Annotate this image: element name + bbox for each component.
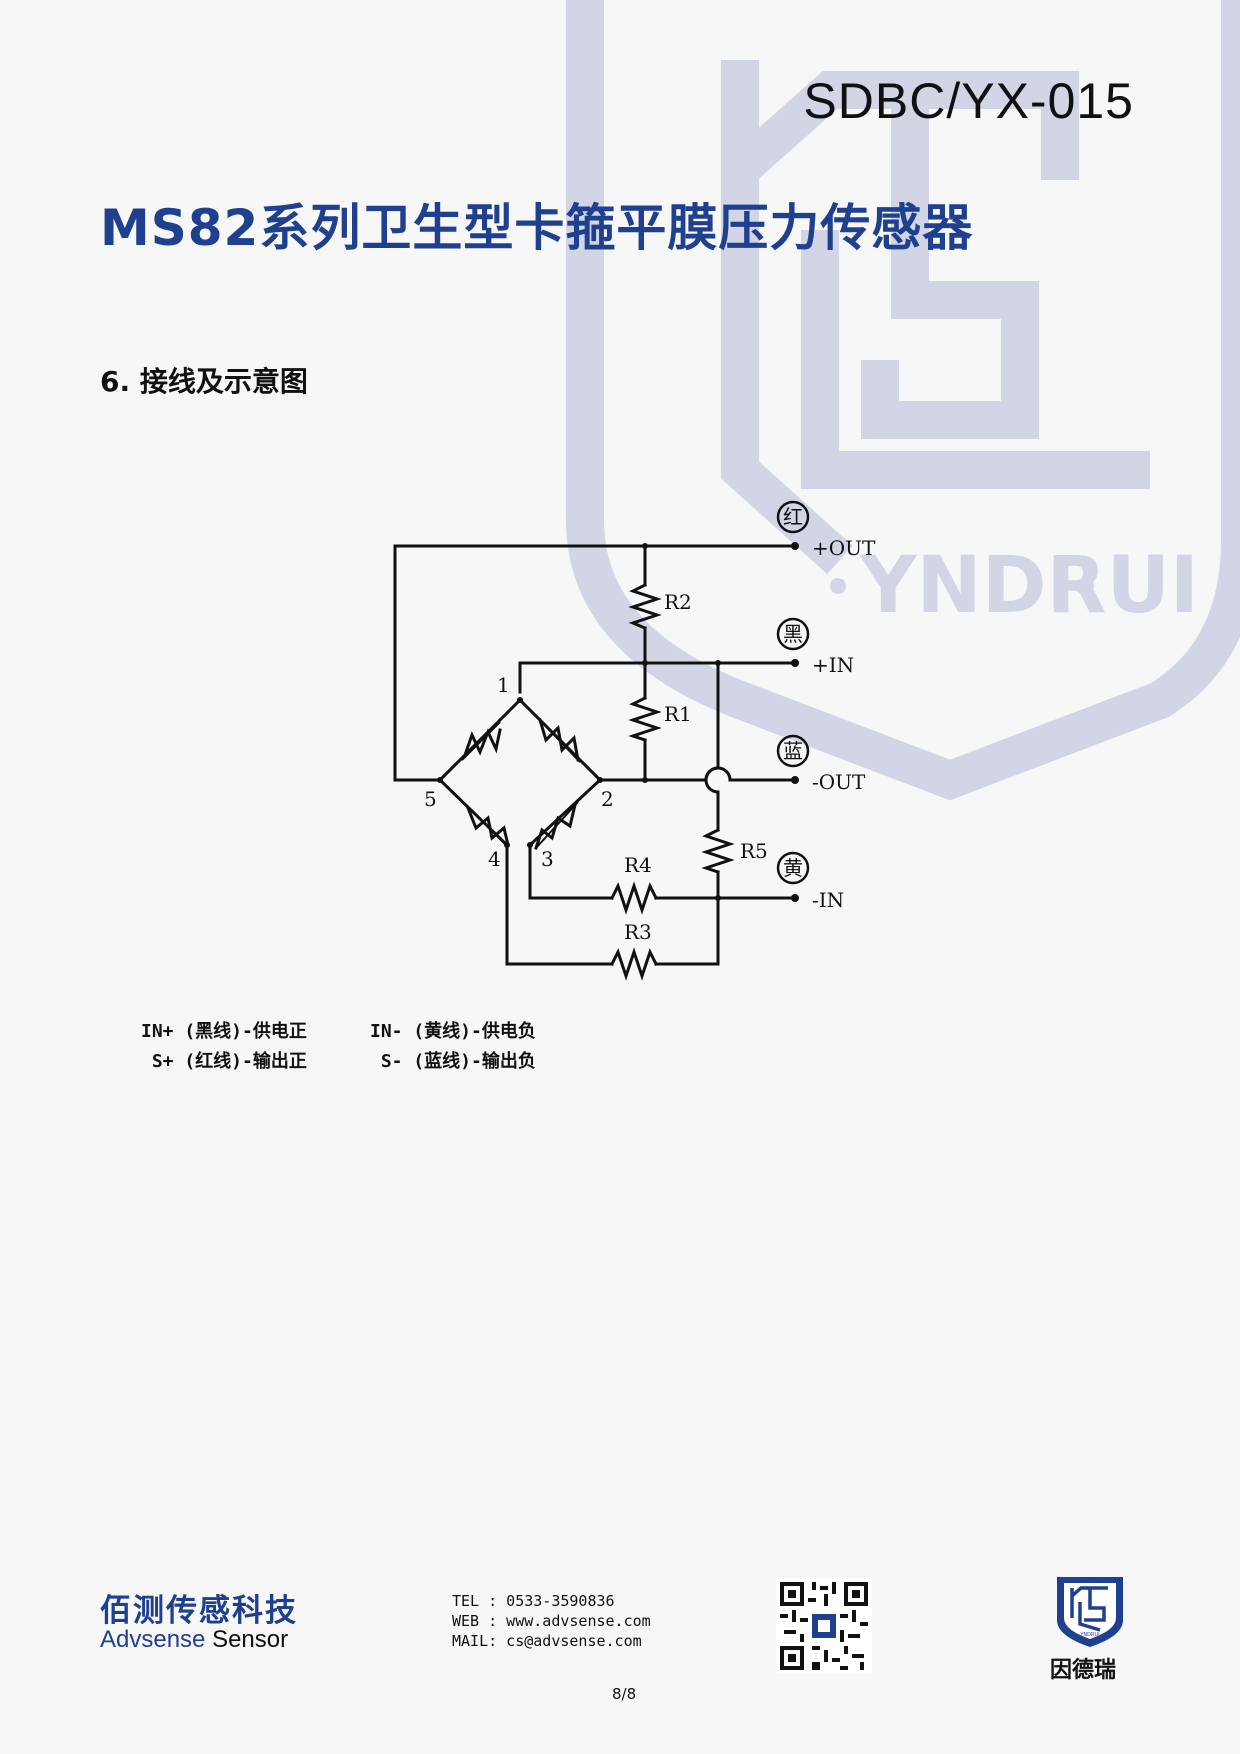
- resistor-r5-label: R5: [740, 839, 768, 863]
- wire-color-blue: 蓝: [783, 739, 803, 763]
- brand-name: 因德瑞: [1050, 1658, 1117, 1683]
- contact-tel: TEL : 0533-3590836: [452, 1592, 615, 1610]
- wire-color-black: 黑: [783, 622, 803, 646]
- brand-shield-logo: YNDRUI: [1057, 1577, 1123, 1647]
- node-3-label: 3: [541, 847, 554, 871]
- legend-s-plus: S+ (红线)-输出正: [141, 1051, 307, 1072]
- wire-color-red: 红: [783, 505, 803, 529]
- node-4-label: 4: [488, 847, 501, 871]
- terminal-out-minus: -OUT: [812, 770, 866, 794]
- contact-web[interactable]: WEB : www.advsense.com: [452, 1612, 651, 1630]
- resistor-r2-label: R2: [664, 590, 692, 614]
- svg-text:YNDRUI: YNDRUI: [1079, 1632, 1099, 1638]
- node-5-label: 5: [424, 787, 437, 811]
- node-1-label: 1: [497, 673, 510, 697]
- wire-color-yellow: 黄: [783, 856, 803, 880]
- legend-s-minus: S- (蓝线)-输出负: [370, 1051, 536, 1072]
- node-2-label: 2: [601, 787, 614, 811]
- svg-text:YNDRUI: YNDRUI: [859, 541, 1199, 631]
- legend-in-minus: IN- (黄线)-供电负: [370, 1021, 536, 1042]
- company-name-cn: 佰测传感科技: [100, 1593, 298, 1629]
- page-number: 8/8: [612, 1685, 637, 1703]
- qr-code-icon: [776, 1578, 872, 1674]
- resistor-r1-label: R1: [664, 702, 692, 726]
- contact-mail[interactable]: MAIL: cs@advsense.com: [452, 1632, 642, 1650]
- wiring-diagram: 红 黑 蓝 黄 +OUT +IN -OUT -IN R1 R2 R3 R4 R5…: [393, 500, 876, 981]
- terminal-in-minus: -IN: [812, 888, 844, 912]
- page-title: MS82系列卫生型卡箍平膜压力传感器: [100, 199, 974, 257]
- terminal-out-plus: +OUT: [812, 536, 876, 560]
- resistor-r4-label: R4: [624, 853, 652, 877]
- document-code: SDBC/YX-015: [803, 73, 1134, 129]
- company-name-en: Advsense Sensor: [100, 1626, 289, 1653]
- section-heading: 6. 接线及示意图: [100, 365, 308, 398]
- legend-in-plus: IN+ (黑线)-供电正: [141, 1021, 307, 1042]
- resistor-r3-label: R3: [624, 920, 652, 944]
- terminal-in-plus: +IN: [812, 653, 854, 677]
